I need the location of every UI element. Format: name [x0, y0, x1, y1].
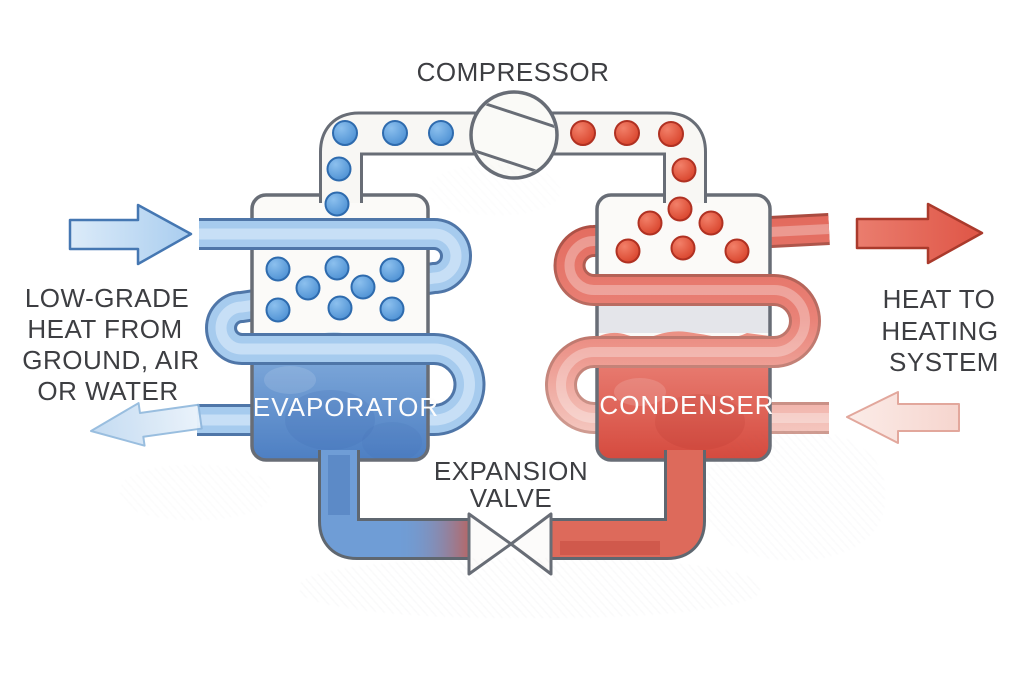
- hot-vapor-dots: [570, 120, 750, 264]
- evaporator-coil: [197, 218, 486, 436]
- expansion-valve: [467, 512, 553, 576]
- heat-out-arrow: [855, 202, 984, 265]
- heat-source-in-arrow: [68, 203, 193, 266]
- condenser-coil: [545, 213, 830, 434]
- evaporator-coil-front: [199, 218, 434, 365]
- expansion-valve-label: EXPANSION VALVE: [434, 456, 588, 513]
- heating-return-in-arrow: [846, 391, 960, 444]
- svg-text:HEAT TO: HEAT TO: [883, 284, 996, 314]
- compressor: [469, 90, 559, 180]
- condenser-tank: [595, 193, 772, 462]
- cold-vapor-dots: [265, 120, 454, 323]
- svg-text:HEAT FROM: HEAT FROM: [27, 314, 182, 344]
- heat-source-caption: LOW-GRADE HEAT FROM GROUND, AIR OR WATER: [22, 283, 199, 406]
- svg-text:HEATING: HEATING: [881, 316, 998, 346]
- evaporator-label: EVAPORATOR: [253, 392, 439, 422]
- svg-text:SYSTEM: SYSTEM: [889, 347, 999, 377]
- condenser-label: CONDENSER: [599, 390, 774, 420]
- heating-system-caption: HEAT TO HEATING SYSTEM: [881, 284, 999, 377]
- cooled-return-out-arrow: [90, 402, 203, 447]
- refrigerant-pipe-evap-to-valve: [318, 450, 472, 560]
- svg-text:OR WATER: OR WATER: [37, 376, 178, 406]
- compressor-label: COMPRESSOR: [417, 57, 610, 87]
- refrigerant-pipe-valve-to-condenser: [550, 450, 706, 560]
- svg-text:GROUND, AIR: GROUND, AIR: [22, 345, 199, 375]
- svg-text:VALVE: VALVE: [470, 483, 552, 513]
- svg-text:LOW-GRADE: LOW-GRADE: [25, 283, 189, 313]
- condenser-coil-front: [594, 274, 774, 368]
- svg-text:EXPANSION: EXPANSION: [434, 456, 588, 486]
